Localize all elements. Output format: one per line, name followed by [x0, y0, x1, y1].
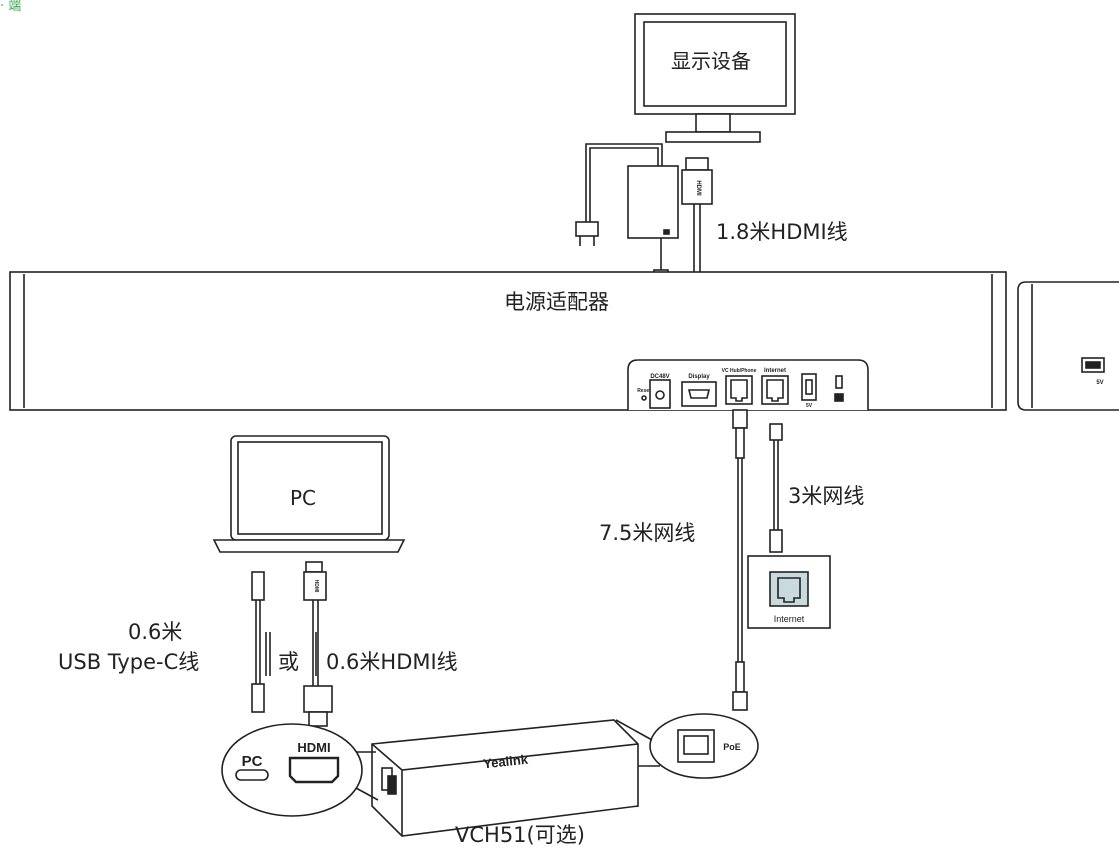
hdmi-plug-label: HDMI — [695, 180, 701, 196]
vch51-label: VCH51(可选) — [455, 823, 585, 847]
vch-poe-label: PoE — [723, 742, 741, 752]
hdmi-cable-pc-icon — [303, 561, 333, 727]
laptop-screen-label: PC — [290, 486, 317, 510]
wall-socket-icon — [747, 555, 831, 629]
network-cable-3m-icon — [769, 423, 783, 553]
usb-cable-label: USB Type-C线 — [58, 650, 200, 674]
meeting-bar-side-icon — [1017, 281, 1119, 411]
vch-pc-port-label: PC — [242, 753, 263, 770]
port-label-reset: Reset — [637, 388, 651, 394]
usb-length-label: 0.6米 — [128, 620, 183, 644]
network-7-5m-label: 7.5米网线 — [599, 521, 696, 545]
network-3m-label: 3米网线 — [788, 484, 865, 508]
power-adapter-label: 电源适配器 — [504, 290, 609, 314]
pc-hdmi-callout-icon — [221, 723, 379, 817]
wall-internet-label: Internet — [774, 614, 805, 624]
display-device-label: 显示设备 — [671, 49, 751, 73]
poe-callout-icon — [615, 713, 759, 779]
usb-c-cable-icon — [251, 571, 265, 713]
network-cable-7-5m-icon — [732, 409, 748, 711]
monitor-icon — [634, 13, 796, 143]
hdmi-cable-pc-label: 0.6米HDMI线 — [326, 650, 458, 674]
port-label-display: Display — [688, 374, 710, 380]
hdmi-cable-main-label: 1.8米HDMI线 — [716, 220, 848, 244]
vch-brand-label: Yealink — [482, 752, 529, 772]
hdmi-plug-pc-label: HDMI — [313, 580, 319, 593]
port-label-vc-hub: VC Hub/Phone — [722, 368, 757, 374]
or-label: 或 — [278, 650, 299, 674]
corner-mark: · 端 — [0, 0, 22, 14]
laptop-icon — [212, 435, 406, 553]
port-label-internet: Internet — [764, 368, 786, 374]
meeting-bar-icon — [9, 271, 1007, 411]
vch51-box-icon — [371, 719, 639, 837]
vch-hdmi-port-label: HDMI — [297, 740, 330, 755]
port-label-usb: 5V — [806, 403, 813, 409]
port-label-usb-side: 5V — [1096, 380, 1103, 386]
port-label-dc: DC48V — [650, 374, 669, 380]
